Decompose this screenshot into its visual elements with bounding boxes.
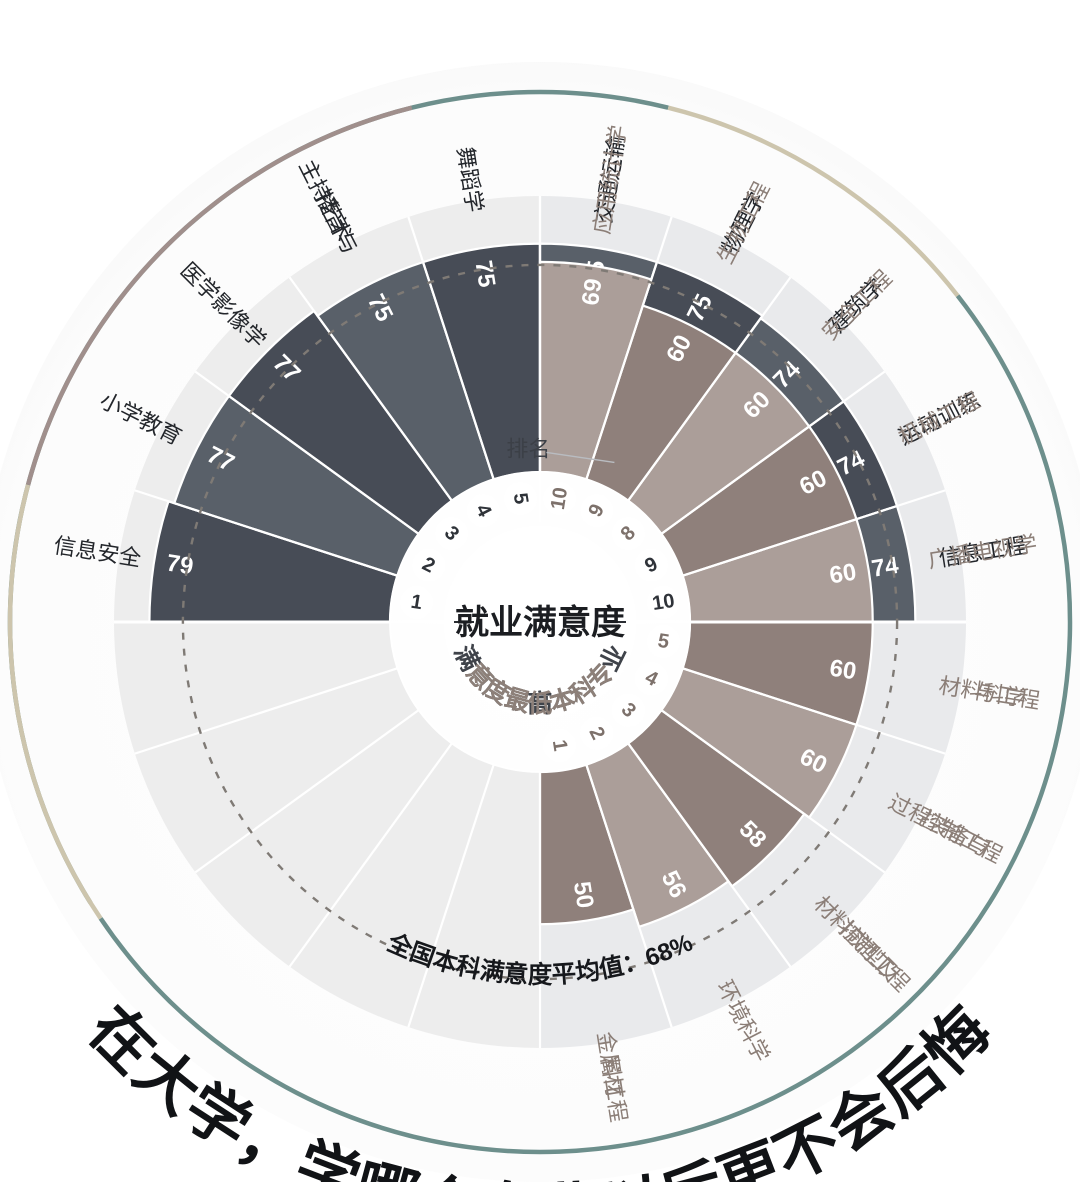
rank-badge-high-3[interactable] xyxy=(435,517,469,551)
rank-badge-high-10[interactable] xyxy=(646,585,680,619)
wedge-value-low-10: 69 xyxy=(577,277,608,308)
rank-badge-high-1[interactable] xyxy=(400,585,434,619)
separator-2 xyxy=(627,276,792,502)
ring-segment-3 xyxy=(7,484,103,920)
separator-19 xyxy=(407,216,495,480)
rank-badge-high-9[interactable] xyxy=(634,548,668,582)
separator-18 xyxy=(288,276,453,502)
center-main-label: 就业满意度 xyxy=(455,604,625,642)
rank-header-label: 排名 xyxy=(506,436,550,461)
wedge-value-low-6: 60 xyxy=(828,559,859,590)
rank-badge-low-1[interactable] xyxy=(543,728,577,762)
rank-header-leader xyxy=(546,451,615,464)
rank-ring-outline xyxy=(389,471,691,773)
ring-segment-1 xyxy=(667,105,960,298)
separator-6 xyxy=(682,667,946,755)
separator-4 xyxy=(682,489,946,577)
rank-badge-high-4[interactable] xyxy=(466,494,500,528)
rank-badge-low-2[interactable] xyxy=(580,716,614,750)
rank-badge-low-8[interactable] xyxy=(611,517,645,551)
separator-16 xyxy=(134,489,398,577)
rank-number-low-10: 10 xyxy=(547,486,572,511)
separator-14 xyxy=(134,667,398,755)
rank-number-high-1: 1 xyxy=(409,591,423,614)
rank-badge-low-4[interactable] xyxy=(634,662,668,696)
wedge-value-low-5: 60 xyxy=(828,655,859,686)
rank-badge-low-10[interactable] xyxy=(543,482,577,516)
rank-badge-low-3[interactable] xyxy=(611,693,645,727)
rank-number-high-5: 5 xyxy=(509,491,532,505)
separator-7 xyxy=(660,709,886,874)
separator-9 xyxy=(585,764,673,1028)
rank-badge-high-5[interactable] xyxy=(503,482,537,516)
wedge-value-high-10: 74 xyxy=(870,552,901,583)
rank-badge-low-5[interactable] xyxy=(646,625,680,659)
separator-11 xyxy=(407,764,495,1028)
rank-badges-group: 1122334455667788991010 xyxy=(400,482,680,762)
wedge-value-low-1: 50 xyxy=(568,880,599,911)
rank-number-high-10: 10 xyxy=(651,590,676,615)
ring-segment-4 xyxy=(25,105,413,486)
separator-8 xyxy=(627,742,792,968)
rank-badge-high-2[interactable] xyxy=(412,548,446,582)
rank-badge-low-9[interactable] xyxy=(580,494,614,528)
rank-number-low-5: 5 xyxy=(656,630,670,653)
ring-segment-2 xyxy=(98,294,1073,1155)
rank-number-low-1: 1 xyxy=(548,738,571,752)
average-reference-circle xyxy=(181,263,899,981)
separator-13 xyxy=(194,709,420,874)
separator-3 xyxy=(660,370,886,535)
outer-decorative-ring xyxy=(7,89,1073,1155)
separator-12 xyxy=(288,742,453,968)
wedge-value-high-5: 75 xyxy=(469,259,500,290)
separator-1 xyxy=(585,216,673,480)
separator-17 xyxy=(194,370,420,535)
center-disc xyxy=(444,526,636,718)
